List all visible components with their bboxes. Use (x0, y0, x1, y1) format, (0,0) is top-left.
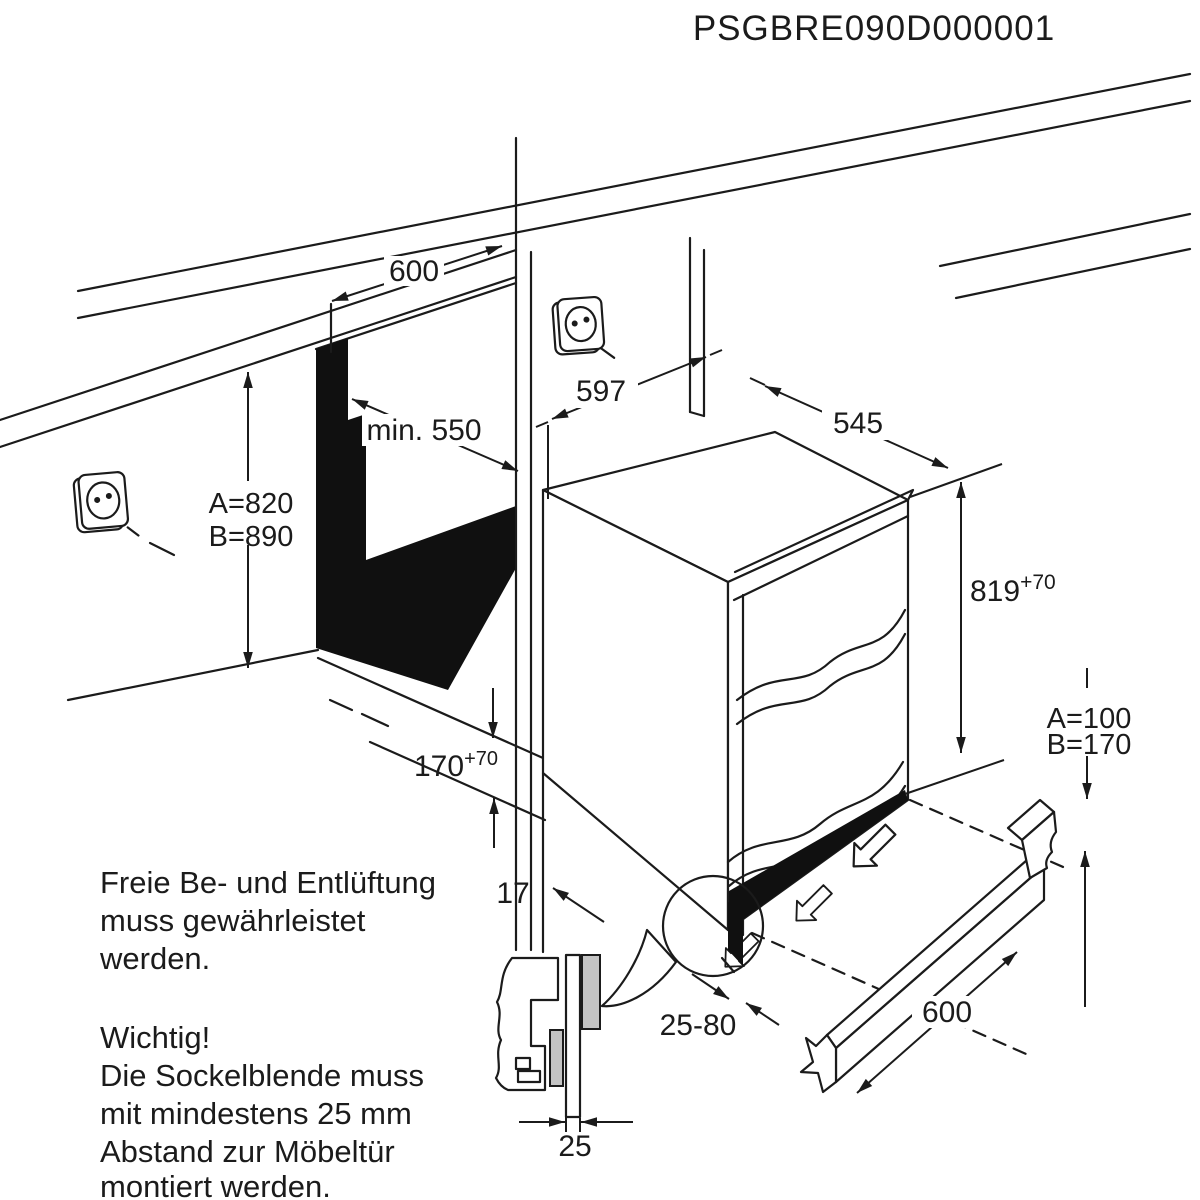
important-note-line: montiert werden. (100, 1169, 331, 1200)
dim-plinth-height-b-label: B=170 (1047, 729, 1132, 761)
dim-door-distance-label: 25-80 (660, 1009, 737, 1042)
dim-vent-clearance-label: 170+70 (414, 748, 498, 783)
power-socket-icon (551, 295, 616, 359)
refrigerator (541, 430, 915, 954)
important-note-line: Wichtig! (100, 1020, 210, 1055)
dim-plinth-height-a-label: A=100 (1047, 703, 1132, 735)
important-note-line: Die Sockelblende muss (100, 1058, 424, 1093)
dim-appliance-depth-label: 545 (833, 407, 883, 440)
section-inset (494, 953, 601, 1119)
ventilation-note: Freie Be- und Entlüftung muss gewährleis… (99, 865, 436, 976)
ventilation-note-line: werden. (99, 941, 210, 976)
ventilation-note-line: Freie Be- und Entlüftung (100, 865, 436, 900)
dimension-lines (204, 245, 1092, 1132)
important-note-line: mit mindestens 25 mm (100, 1096, 412, 1131)
dim-appliance-height-label: 819+70 (970, 571, 1056, 608)
power-socket-icon (72, 471, 140, 537)
dim-recess-width-label: 597 (576, 375, 626, 408)
kitchen-wall (76, 72, 1192, 320)
important-note: Wichtig! Die Sockelblende muss mit minde… (100, 1020, 424, 1200)
dim-niche-height-b-label: B=890 (209, 521, 294, 553)
dim-plinth-length-label: 600 (922, 996, 972, 1029)
dim-panel-gap-label: 17 (496, 877, 529, 910)
dim-niche-depth-label: min. 550 (366, 414, 481, 447)
drawing-code: PSGBRE090D000001 (693, 9, 1055, 48)
dim-niche-height-a-label: A=820 (209, 488, 294, 520)
important-note-line: Abstand zur Möbeltür (100, 1134, 395, 1169)
ventilation-note-line: muss gewährleistet (100, 903, 366, 938)
dim-plinth-clearance-label: 25 (558, 1130, 591, 1163)
detail-callout (600, 874, 765, 1008)
dim-niche-width-label: 600 (389, 255, 439, 288)
